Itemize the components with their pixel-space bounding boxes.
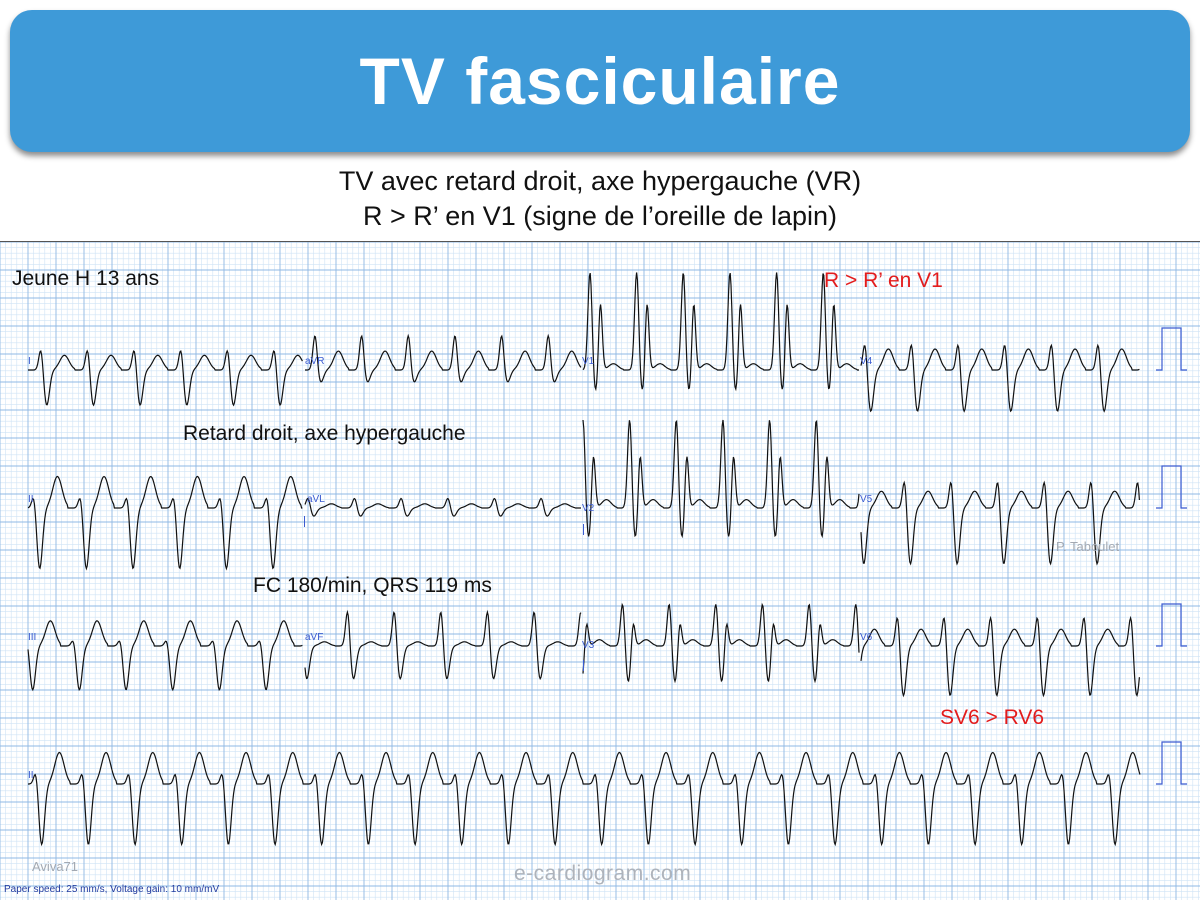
trace-ii-rhythm (28, 751, 1141, 847)
trace-iii-r3 (27, 620, 303, 692)
lead-label-r2-4: V5 (860, 494, 873, 505)
sv6-label: SV6 > RV6 (940, 706, 1045, 729)
calibration-pulse-3 (1156, 603, 1187, 647)
trace-v2-r2 (582, 419, 860, 539)
brand-watermark: e-cardiogram.com (514, 862, 692, 885)
paper-speed-footer: Paper speed: 25 mm/s, Voltage gain: 10 m… (4, 884, 220, 895)
calibration-pulse-2 (1156, 465, 1187, 509)
trace-v5-r2 (860, 480, 1140, 566)
lead-label-r1-1: I (28, 356, 31, 367)
rr-v1-label: R > R’ en V1 (824, 269, 943, 292)
ecg-tracing (0, 242, 1200, 900)
device-watermark: Aviva71 (32, 859, 79, 874)
trace-ii-r2 (27, 475, 303, 571)
lead-label-r2-2: aVL (307, 494, 325, 505)
lead-change-mark (304, 516, 305, 527)
fc-qrs-label: FC 180/min, QRS 119 ms (253, 574, 492, 597)
lead-label-r3-3: V3 (582, 640, 595, 651)
calibration-pulse-1 (1156, 327, 1187, 371)
lead-label-r3-4: V6 (860, 632, 873, 643)
lead-change-mark (583, 524, 584, 535)
lead-label-r3-1: III (28, 632, 37, 643)
trace-avr-r1 (305, 333, 582, 383)
lead-label-r1-4: V4 (860, 356, 873, 367)
page-title: TV fasciculaire (359, 44, 841, 118)
calibration-pulse-4 (1156, 741, 1187, 785)
trace-avl-r2 (304, 497, 581, 517)
trace-v4-r1 (860, 343, 1140, 413)
lead-label-r3-2: aVF (305, 632, 324, 643)
lead-label-r1-2: aVR (305, 356, 325, 367)
trace-v3-r3 (582, 602, 860, 684)
trace-v6-r3 (860, 615, 1140, 698)
lead-label-r2-3: V2 (582, 503, 595, 514)
lead-change-mark (583, 660, 584, 671)
trace-v1-r1 (582, 272, 859, 392)
lead-label-r1-3: V1 (582, 356, 595, 367)
author-watermark: P. Taboulet (1056, 539, 1120, 554)
subtitle-line-2: R > R’ en V1 (signe de l’oreille de lapi… (362, 201, 837, 231)
grid-major-lines (0, 242, 1200, 900)
ecg-grid-minor (0, 242, 1200, 900)
patient-label: Jeune H 13 ans (12, 267, 160, 290)
ecg-grid-major (0, 242, 1200, 900)
trace-avf-r3 (304, 609, 582, 681)
grid-minor-lines (0, 242, 1200, 900)
retard-label: Retard droit, axe hypergauche (183, 422, 466, 445)
lead-label-r2-1: II (28, 494, 34, 505)
lead-label-r4-1: II (28, 770, 34, 781)
trace-i-r1 (28, 349, 303, 407)
title-banner: TV fasciculaire (10, 10, 1190, 152)
ecg-strip: I aVR V1 V4 II aVL V2 V5 III aVF V3 V6 I… (0, 241, 1200, 900)
ecg-traces (27, 272, 1187, 847)
subtitle-line-1: TV avec retard droit, axe hypergauche (V… (338, 166, 862, 196)
